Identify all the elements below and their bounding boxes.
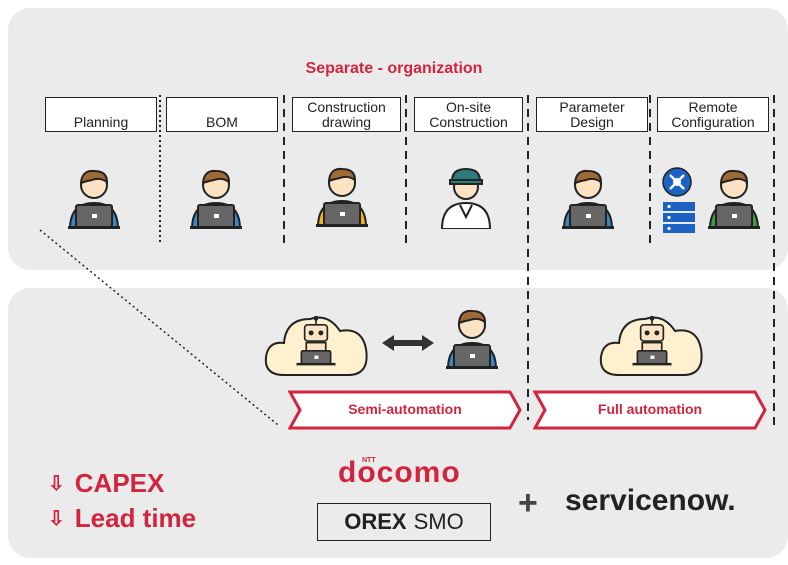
- full-automation-robot-icon: [626, 315, 678, 367]
- bidirectional-arrow-icon: [382, 335, 434, 351]
- lead-time-metric: ⇩ Lead time: [48, 503, 196, 534]
- stage-parameter-design: Parameter Design: [536, 97, 648, 132]
- down-arrow-icon: ⇩: [48, 473, 65, 495]
- smo-text: SMO: [413, 509, 464, 534]
- stage-bom: BOM: [166, 97, 278, 132]
- stage-construction-drawing: Construction drawing: [292, 97, 401, 132]
- orex-text: OREX: [344, 509, 407, 534]
- stage-onsite-construction: On-site Construction: [414, 97, 523, 132]
- semi-automation-label: Semi-automation: [348, 401, 462, 417]
- orex-smo-logo: OREX SMO: [317, 503, 491, 541]
- diagram-title: Separate - organization: [305, 60, 483, 77]
- parameter-worker-icon: [556, 165, 620, 229]
- docomo-logo: docomo: [338, 456, 461, 489]
- field-engineer-icon: [440, 167, 492, 229]
- bom-worker-icon: [184, 165, 248, 229]
- capex-label: CAPEX: [74, 468, 165, 498]
- network-node-icon: [662, 167, 692, 197]
- lead-time-label: Lead time: [74, 503, 197, 533]
- capex-metric: ⇩ CAPEX: [48, 468, 164, 499]
- semi-automation-chevron: [288, 390, 522, 430]
- full-automation-label: Full automation: [597, 401, 703, 417]
- plus-icon: +: [518, 484, 538, 522]
- stage-planning: Planning: [45, 97, 157, 132]
- down-arrow-icon: ⇩: [48, 508, 65, 530]
- server-rack-icon: [663, 202, 695, 233]
- stage-remote-configuration: Remote Configuration: [657, 97, 769, 132]
- semi-automation-robot-icon: [290, 315, 342, 367]
- docomo-ntt-mark: NTT: [362, 457, 376, 464]
- top-panel: [8, 8, 788, 270]
- construction-worker-icon: [310, 163, 374, 227]
- full-automation-chevron: [533, 390, 767, 430]
- remote-worker-icon: [702, 165, 766, 229]
- servicenow-logo: servicenow.: [565, 484, 736, 517]
- semi-automation-worker-icon: [440, 305, 504, 369]
- planning-worker-icon: [62, 165, 126, 229]
